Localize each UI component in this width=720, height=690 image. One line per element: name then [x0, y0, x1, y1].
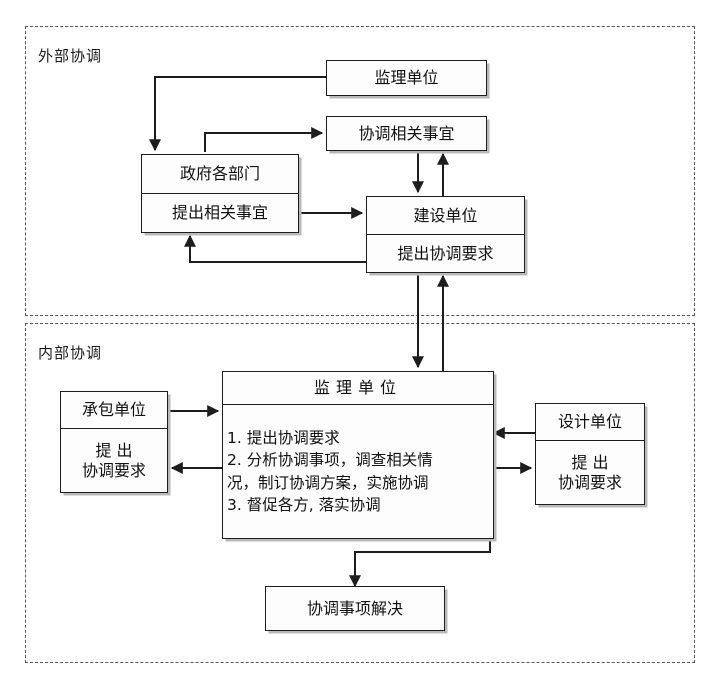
node-construction-unit[interactable]: 建设单位 提出协调要求: [366, 196, 525, 273]
node-government-departments-title: 政府各部门: [179, 164, 260, 183]
supervision-center-line-2: 2. 分析协调事项，调查相关情: [227, 451, 433, 470]
node-construction-unit-sub: 提出协调要求: [367, 234, 524, 272]
designer-sub-line-2: 协调要求: [557, 472, 622, 492]
region-external-label: 外部协调: [38, 47, 103, 65]
node-supervision-unit-center[interactable]: 监理单位 1. 提出协调要求 2. 分析协调事项，调查相关情 况，制订协调方案，…: [222, 371, 494, 539]
node-coordination-matters-title: 协调相关事宜: [358, 123, 455, 143]
node-supervision-unit-center-title: 监理单位: [313, 378, 402, 397]
node-contractor-unit[interactable]: 承包单位 提 出 协调要求: [60, 391, 168, 493]
node-contractor-unit-sub: 提 出 协调要求: [61, 428, 167, 492]
node-contractor-unit-title: 承包单位: [81, 400, 146, 419]
node-designer-unit[interactable]: 设计单位 提 出 协调要求: [535, 403, 645, 505]
node-designer-unit-title: 设计单位: [557, 412, 622, 431]
node-supervision-unit-top-title: 监理单位: [374, 68, 439, 87]
region-external-coordination: [25, 26, 695, 316]
node-construction-unit-title: 建设单位: [413, 205, 478, 225]
supervision-center-line-1: 1. 提出协调要求: [227, 428, 340, 447]
node-coordination-matters[interactable]: 协调相关事宜: [326, 116, 487, 151]
region-internal-label: 内部协调: [38, 344, 103, 362]
contractor-sub-line-2: 协调要求: [81, 460, 146, 480]
node-supervision-unit-center-body: 1. 提出协调要求 2. 分析协调事项，调查相关情 况，制订协调方案，实施协调 …: [223, 404, 493, 538]
node-supervision-unit-top[interactable]: 监理单位: [326, 60, 487, 96]
node-government-departments-sub: 提出相关事宜: [142, 193, 298, 232]
region-internal-coordination: [25, 323, 695, 663]
designer-sub-line-1: 提 出: [571, 452, 609, 472]
supervision-center-line-4: 3. 督促各方, 落实协调: [227, 495, 381, 514]
supervision-center-line-3: 况，制订协调方案，实施协调: [227, 473, 429, 492]
node-government-departments[interactable]: 政府各部门 提出相关事宜: [141, 154, 299, 233]
node-coordination-resolved-title: 协调事项解决: [306, 598, 403, 618]
contractor-sub-line-1: 提 出: [95, 440, 133, 460]
node-designer-unit-sub: 提 出 协调要求: [536, 440, 644, 504]
node-coordination-resolved[interactable]: 协调事项解决: [265, 586, 445, 631]
